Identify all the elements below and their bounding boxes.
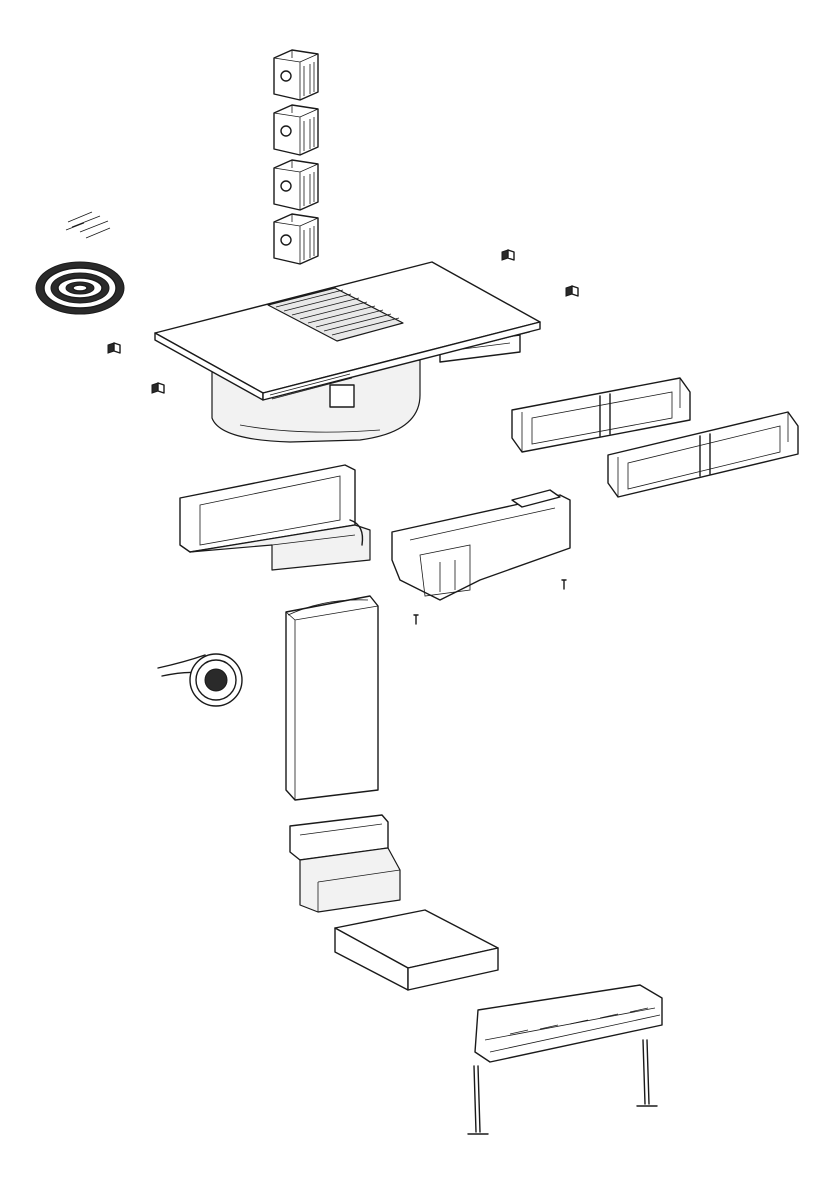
vertical-duct (286, 596, 378, 800)
hob-with-downdraft-extractor (155, 262, 540, 442)
carbon-filter (274, 160, 318, 210)
duct-extension-frame (512, 378, 690, 452)
fixing-clips (66, 212, 110, 238)
motor-unit (392, 490, 570, 600)
bracket (502, 250, 514, 260)
carbon-filter (274, 50, 318, 100)
bracket (108, 343, 120, 353)
bracket (566, 286, 578, 296)
screw (562, 580, 566, 589)
plinth-outlet (475, 985, 662, 1062)
flat-duct (335, 910, 498, 990)
duct-elbow (290, 815, 400, 912)
sealing-gasket-roll (36, 262, 124, 314)
adjustable-foot (468, 1066, 488, 1134)
filter-housing (180, 465, 370, 570)
adjustable-foot (637, 1040, 657, 1106)
carbon-filter (274, 214, 318, 264)
carbon-filter (274, 105, 318, 155)
sealing-tape-roll (158, 654, 242, 706)
bracket (152, 383, 164, 393)
screw (414, 615, 418, 624)
